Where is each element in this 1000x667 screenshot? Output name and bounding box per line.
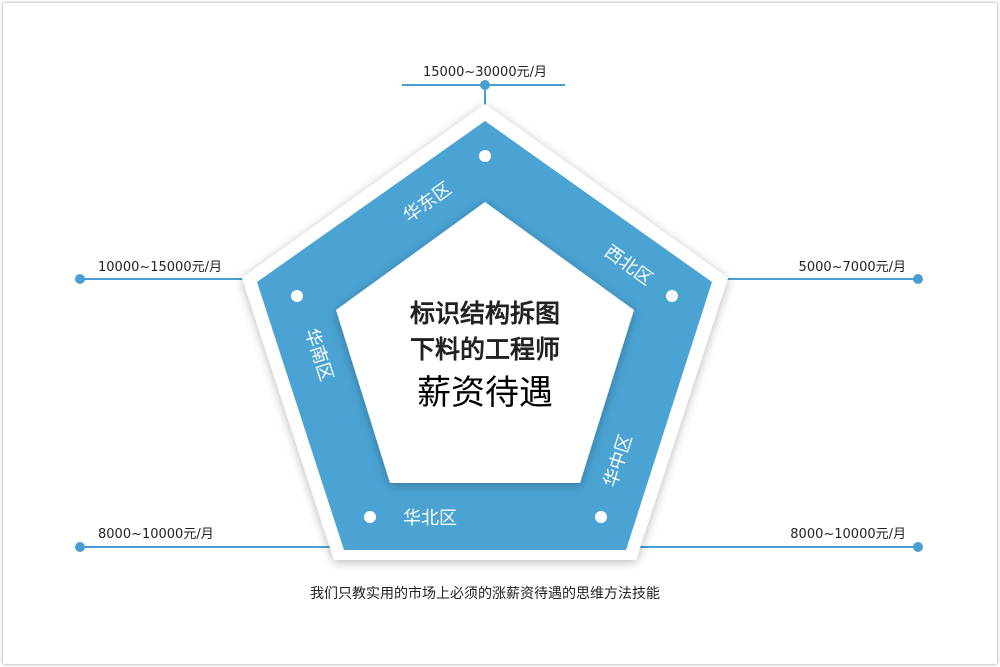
vertex-dot-top <box>479 150 491 162</box>
pentagon-inner <box>336 202 634 483</box>
connector-left-lower-dot <box>75 542 85 552</box>
region-north-label: 华北区 <box>403 508 457 529</box>
title-line-2: 下料的工程师 <box>410 335 560 364</box>
title-line-1: 标识结构拆图 <box>410 299 560 328</box>
connector-lines <box>75 80 923 552</box>
salary-north: 8000~10000元/月 <box>98 527 214 542</box>
connector-right-upper-dot <box>913 274 923 284</box>
title-line-3: 薪资待遇 <box>417 373 553 413</box>
salary-northwest: 5000~7000元/月 <box>799 260 906 275</box>
vertex-dot-right <box>666 290 678 302</box>
vertex-dot-left <box>291 290 303 302</box>
vertex-dot-bottom-right <box>595 511 607 523</box>
connector-left-upper-dot <box>75 274 85 284</box>
salary-central: 8000~10000元/月 <box>790 527 906 542</box>
connector-top-dot <box>480 80 490 90</box>
vertex-dots <box>291 150 678 523</box>
salary-east: 15000~30000元/月 <box>423 65 547 80</box>
salary-south: 10000~15000元/月 <box>98 260 222 275</box>
footer-caption: 我们只教实用的市场上必须的涨薪资待遇的思维方法技能 <box>310 585 660 602</box>
vertex-dot-bottom-left <box>364 511 376 523</box>
connector-right-lower-dot <box>913 542 923 552</box>
pentagon-group <box>242 104 728 560</box>
